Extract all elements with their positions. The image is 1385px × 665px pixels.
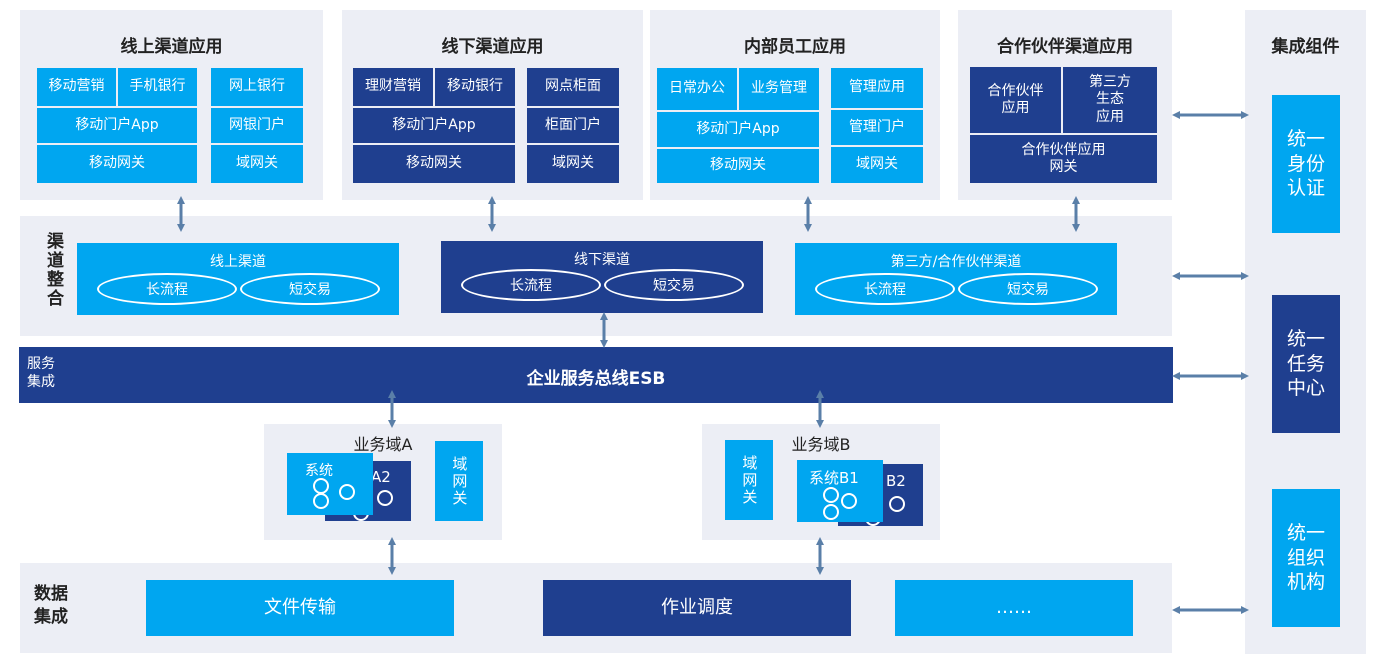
unified-task-center-label: 统一任务中心 <box>1286 327 1325 400</box>
mobile-gateway-box[interactable]: 移动网关 <box>353 145 515 183</box>
job-scheduling-box[interactable]: 作业调度 <box>543 580 851 636</box>
node-icon <box>841 493 857 509</box>
esb-title: 企业服务总线ESB <box>526 369 666 389</box>
domain-a-gateway-box[interactable]: 域网关 <box>435 441 483 521</box>
domain-gateway-box[interactable]: 域网关 <box>527 145 619 183</box>
daily-office-box[interactable]: 日常办公 <box>657 68 737 110</box>
system-a1-card[interactable]: 系统 <box>287 453 373 515</box>
mobile-portal-app-box[interactable]: 移动门户App <box>657 112 819 147</box>
mobile-bank-box[interactable]: 移动银行 <box>435 68 515 106</box>
third-party-ecosystem-box[interactable]: 第三方 生态 应用 <box>1063 67 1157 133</box>
business-domain-b-title: 业务域B <box>791 435 851 454</box>
long-process-ellipse[interactable]: 长流程 <box>461 269 601 301</box>
node-icon <box>377 490 393 506</box>
system-b1-card[interactable]: 系统B1 <box>797 460 883 522</box>
partner-channel-group-title: 第三方/合作伙伴渠道 <box>890 254 1022 270</box>
mobile-gateway-box[interactable]: 移动网关 <box>657 149 819 183</box>
partner-channel-title: 合作伙伴渠道应用 <box>997 37 1133 57</box>
system-b1-label: 系统B1 <box>809 469 859 487</box>
unified-identity-box[interactable]: 统一身份认证 <box>1272 95 1340 233</box>
offline-channel-group-title: 线下渠道 <box>574 252 630 268</box>
online-channel-group[interactable]: 线上渠道 长流程 短交易 <box>77 243 399 315</box>
channel-integration-label: 渠道整合 <box>43 232 63 308</box>
mobile-portal-app-box[interactable]: 移动门户App <box>353 108 515 143</box>
more-box[interactable]: …… <box>895 580 1133 636</box>
mobile-banking-box[interactable]: 手机银行 <box>118 68 197 106</box>
mobile-gateway-box[interactable]: 移动网关 <box>37 145 197 183</box>
business-mgmt-box[interactable]: 业务管理 <box>739 68 819 110</box>
long-process-ellipse[interactable]: 长流程 <box>815 273 955 305</box>
mobile-marketing-box[interactable]: 移动营销 <box>37 68 116 106</box>
online-bank-box[interactable]: 网上银行 <box>211 68 303 106</box>
node-icon <box>889 496 905 512</box>
online-channel-group-title: 线上渠道 <box>210 254 266 270</box>
short-transaction-ellipse[interactable]: 短交易 <box>958 273 1098 305</box>
short-transaction-ellipse[interactable]: 短交易 <box>604 269 744 301</box>
node-icon <box>339 484 355 500</box>
wealth-marketing-box[interactable]: 理财营销 <box>353 68 433 106</box>
node-icon <box>823 487 839 503</box>
mgmt-app-box[interactable]: 管理应用 <box>831 68 923 108</box>
employee-app-title: 内部员工应用 <box>744 37 846 57</box>
branch-counter-box[interactable]: 网点柜面 <box>527 68 619 106</box>
node-icon <box>313 493 329 509</box>
integration-components-title: 集成组件 <box>1271 37 1340 57</box>
offline-channel-group[interactable]: 线下渠道 长流程 短交易 <box>441 241 763 313</box>
mgmt-portal-box[interactable]: 管理门户 <box>831 110 923 145</box>
online-channel-title: 线上渠道应用 <box>120 37 223 57</box>
domain-b-gateway-box[interactable]: 域网关 <box>725 440 773 520</box>
domain-gateway-box[interactable]: 域网关 <box>211 145 303 183</box>
unified-organization-label: 统一组织机构 <box>1286 521 1325 594</box>
service-integration-label: 服务 集成 <box>27 356 55 391</box>
node-icon <box>823 504 839 520</box>
system-a2-label: A2 <box>371 468 391 486</box>
unified-identity-label: 统一身份认证 <box>1286 127 1325 200</box>
long-process-ellipse[interactable]: 长流程 <box>97 273 237 305</box>
partner-gateway-box[interactable]: 合作伙伴应用 网关 <box>970 135 1157 183</box>
system-b2-label: B2 <box>886 472 906 490</box>
short-transaction-ellipse[interactable]: 短交易 <box>240 273 380 305</box>
system-a1-label: 系统 <box>305 463 333 479</box>
esb-bar[interactable]: 服务 集成 企业服务总线ESB <box>19 347 1173 403</box>
file-transfer-box[interactable]: 文件传输 <box>146 580 454 636</box>
mobile-portal-app-box[interactable]: 移动门户App <box>37 108 197 143</box>
unified-task-center-box[interactable]: 统一任务中心 <box>1272 295 1340 433</box>
business-domain-a-title: 业务域A <box>353 435 413 454</box>
domain-gateway-box[interactable]: 域网关 <box>831 147 923 183</box>
online-bank-portal-box[interactable]: 网银门户 <box>211 108 303 143</box>
counter-portal-box[interactable]: 柜面门户 <box>527 108 619 143</box>
partner-app-box[interactable]: 合作伙伴 应用 <box>970 67 1061 133</box>
data-integration-label: 数据 集成 <box>34 584 68 627</box>
partner-channel-group[interactable]: 第三方/合作伙伴渠道 长流程 短交易 <box>795 243 1117 315</box>
unified-organization-box[interactable]: 统一组织机构 <box>1272 489 1340 627</box>
offline-channel-title: 线下渠道应用 <box>441 37 544 57</box>
